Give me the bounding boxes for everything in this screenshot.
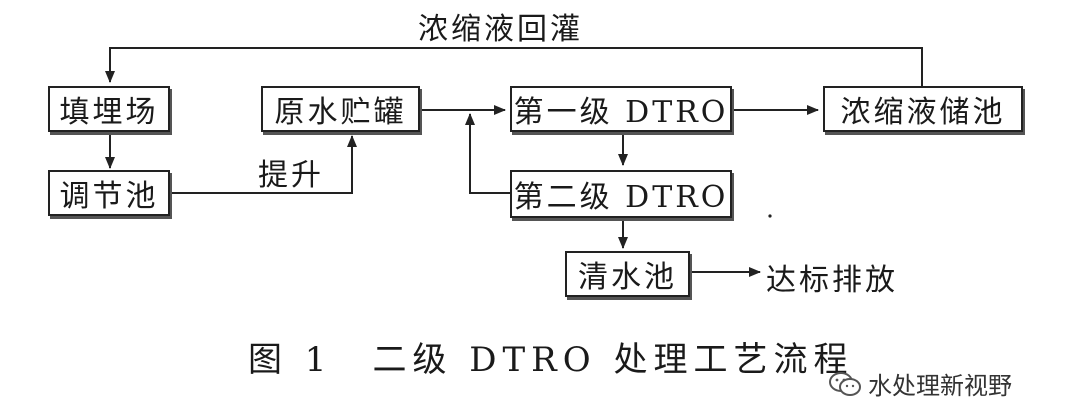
node-raw-water-tank: 原水贮罐 [261, 86, 420, 132]
watermark-text: 水处理新视野 [868, 372, 1012, 400]
label-lift: 提升 [258, 158, 324, 193]
figure-caption: 图 1 二级 DTRO 处理工艺流程 [248, 340, 854, 380]
arrow-regulating-to-raw [170, 135, 357, 194]
label-discharge: 达标排放 [766, 263, 898, 298]
arrow-dtro2-to-dtro1 [465, 113, 510, 194]
stray-dot [768, 214, 772, 218]
label-concentrate-recirculation: 浓缩液回灌 [418, 12, 583, 47]
node-dtro-stage2: 第二级 DTRO [510, 170, 732, 218]
node-dtro-stage1: 第一级 DTRO [510, 86, 732, 132]
watermark: 水处理新视野 [828, 366, 1012, 401]
wechat-icon [829, 371, 861, 396]
node-regulating-tank: 调节池 [48, 170, 170, 216]
node-landfill: 填埋场 [48, 86, 170, 132]
node-concentrate-tank: 浓缩液储池 [823, 86, 1023, 132]
arrow-concentrate-to-landfill [105, 47, 923, 86]
node-clear-water-tank: 清水池 [565, 251, 690, 297]
